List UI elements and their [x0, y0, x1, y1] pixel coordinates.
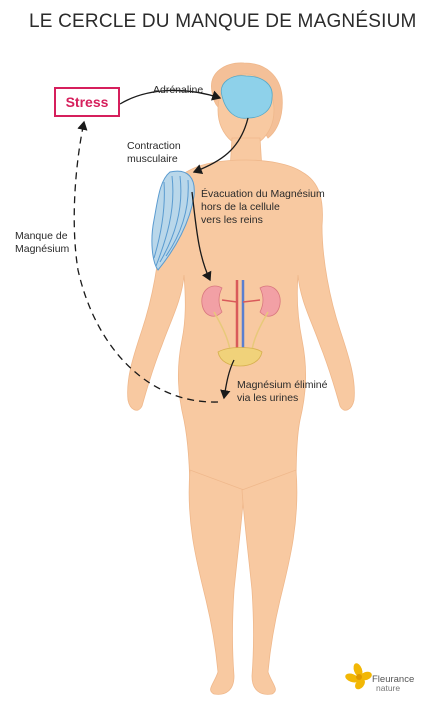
evacuation-label: Évacuation du Magnésium hors de la cellu…: [201, 188, 325, 226]
fleurance-logo-icon: [345, 663, 372, 690]
brain-icon: [220, 75, 273, 119]
arrow-stress-to-brain: [119, 89, 222, 105]
torso-shape: [127, 159, 355, 501]
arm-muscle-icon: [151, 170, 195, 271]
human-body-silhouette: [127, 62, 355, 695]
manque-label: Manque de Magnésium: [15, 230, 70, 255]
contraction-label: Contraction musculaire: [127, 140, 181, 165]
arrow-brain-to-muscle: [192, 117, 249, 175]
logo-name: Fleurance: [372, 674, 415, 685]
adrenaline-label: Adrénaline: [153, 84, 204, 96]
logo-sub: nature: [376, 683, 401, 693]
kidneys-icon: [201, 280, 281, 367]
right-leg-shape: [241, 469, 298, 695]
stress-label: Stress: [65, 94, 109, 110]
stress-box: Stress: [54, 87, 120, 117]
arrow-kidneys-to-urine: [220, 359, 235, 400]
diagram-title: LE CERCLE DU MANQUE DE MAGNÉSIUM: [29, 11, 417, 32]
left-leg-shape: [188, 469, 245, 695]
arrow-muscle-to-kidneys: [191, 191, 212, 282]
logo-text: Fleurance nature: [372, 675, 414, 693]
elimine-label: Magnésium éliminé via les urines: [237, 379, 328, 404]
